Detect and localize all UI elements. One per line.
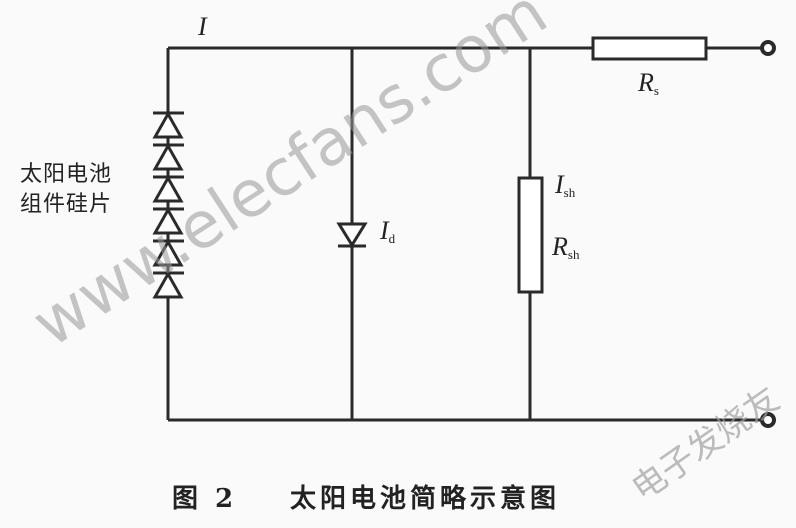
diode-d [336, 222, 368, 248]
cell-diode [152, 174, 184, 203]
figure-title: 太阳电池简略示意图 [290, 484, 561, 514]
shunt-current-label: Ish [555, 170, 576, 200]
terminal-top [760, 40, 776, 56]
terminal-bottom [760, 412, 776, 428]
series-resistor-label: Rs [638, 68, 659, 98]
cells-label-line2: 组件硅片 [20, 192, 113, 217]
figure-number: 图 2 [172, 484, 238, 514]
cell-diode [152, 238, 184, 267]
current-label: I [198, 12, 207, 41]
cells-label: 太阳电池 组件硅片 [20, 160, 112, 220]
diode-current-label: Id [380, 216, 396, 246]
cell-diode [152, 142, 184, 171]
cell-string [152, 110, 184, 299]
series-resistor [591, 36, 708, 61]
cell-diode [152, 206, 184, 235]
cell-diode [152, 270, 184, 299]
cells-label-line1: 太阳电池 [20, 162, 113, 187]
cell-diode [152, 110, 184, 139]
shunt-resistor-label: Rsh [552, 232, 580, 262]
shunt-resistor [517, 176, 544, 294]
